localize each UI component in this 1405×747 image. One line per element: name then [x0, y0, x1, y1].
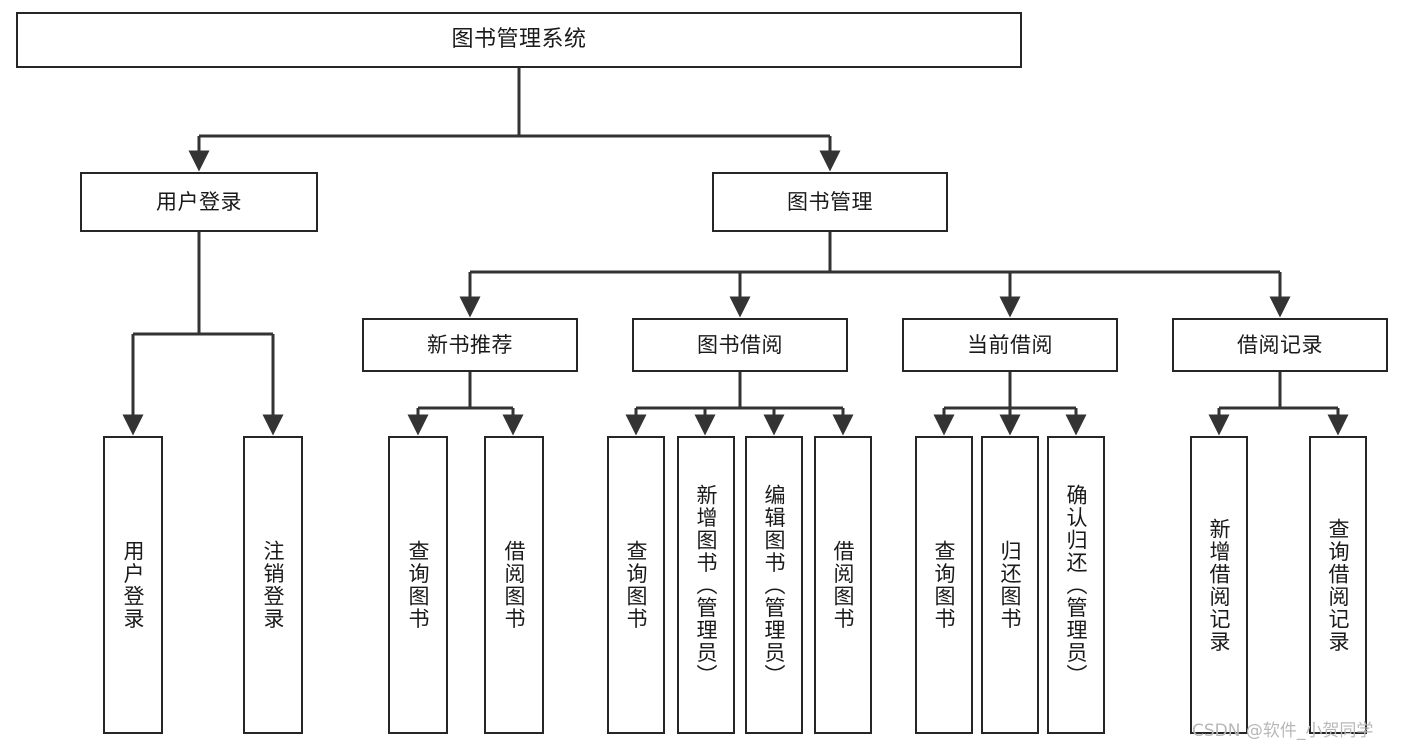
node-new-book-recommend-label: 新书推荐 [427, 332, 513, 357]
csdn-watermark: CSDN @软件_小贺同学 [1192, 721, 1374, 741]
node-leaf-query-borrow-record-label: 查询借阅记录 [1326, 517, 1351, 653]
node-user-login-label: 用户登录 [156, 189, 242, 214]
node-leaf-user-login-label: 用户登录 [121, 540, 146, 630]
node-book-borrow-label: 图书借阅 [697, 332, 783, 357]
node-leaf-return-book-label: 归还图书 [998, 540, 1023, 630]
node-root-label: 图书管理系统 [451, 27, 587, 53]
node-borrow-record-label: 借阅记录 [1237, 332, 1323, 357]
node-leaf-confirm-return[interactable]: 确认归还（管理员） [1047, 436, 1105, 734]
node-leaf-query-book-3[interactable]: 查询图书 [915, 436, 973, 734]
node-leaf-borrow-book-1[interactable]: 借阅图书 [484, 436, 544, 734]
node-leaf-query-book-3-label: 查询图书 [932, 540, 957, 630]
node-leaf-logout-login-label: 注销登录 [261, 540, 286, 630]
node-new-book-recommend[interactable]: 新书推荐 [362, 318, 578, 372]
node-root-book-management-system[interactable]: 图书管理系统 [16, 12, 1022, 68]
node-borrow-record[interactable]: 借阅记录 [1172, 318, 1388, 372]
node-leaf-query-book-1-label: 查询图书 [406, 540, 431, 630]
node-leaf-borrow-book-2[interactable]: 借阅图书 [814, 436, 872, 734]
node-book-borrow[interactable]: 图书借阅 [632, 318, 848, 372]
node-leaf-query-book-1[interactable]: 查询图书 [388, 436, 448, 734]
node-leaf-return-book[interactable]: 归还图书 [981, 436, 1039, 734]
node-leaf-query-borrow-record[interactable]: 查询借阅记录 [1309, 436, 1367, 734]
node-leaf-edit-book[interactable]: 编辑图书（管理员） [745, 436, 803, 734]
node-leaf-confirm-return-label: 确认归还（管理员） [1064, 483, 1089, 687]
node-leaf-add-borrow-record[interactable]: 新增借阅记录 [1190, 436, 1248, 734]
node-leaf-add-borrow-record-label: 新增借阅记录 [1207, 517, 1232, 653]
node-leaf-query-book-2[interactable]: 查询图书 [607, 436, 665, 734]
node-leaf-edit-book-label: 编辑图书（管理员） [762, 483, 787, 687]
node-current-borrow-label: 当前借阅 [967, 332, 1053, 357]
node-leaf-add-book-label: 新增图书（管理员） [694, 483, 719, 687]
node-leaf-add-book[interactable]: 新增图书（管理员） [677, 436, 735, 734]
node-book-manage[interactable]: 图书管理 [712, 172, 948, 232]
node-book-manage-label: 图书管理 [787, 189, 873, 214]
node-leaf-borrow-book-2-label: 借阅图书 [831, 540, 856, 630]
node-leaf-user-login[interactable]: 用户登录 [103, 436, 163, 734]
node-leaf-borrow-book-1-label: 借阅图书 [502, 540, 527, 630]
node-user-login[interactable]: 用户登录 [80, 172, 318, 232]
node-leaf-logout-login[interactable]: 注销登录 [243, 436, 303, 734]
node-leaf-query-book-2-label: 查询图书 [624, 540, 649, 630]
node-current-borrow[interactable]: 当前借阅 [902, 318, 1118, 372]
